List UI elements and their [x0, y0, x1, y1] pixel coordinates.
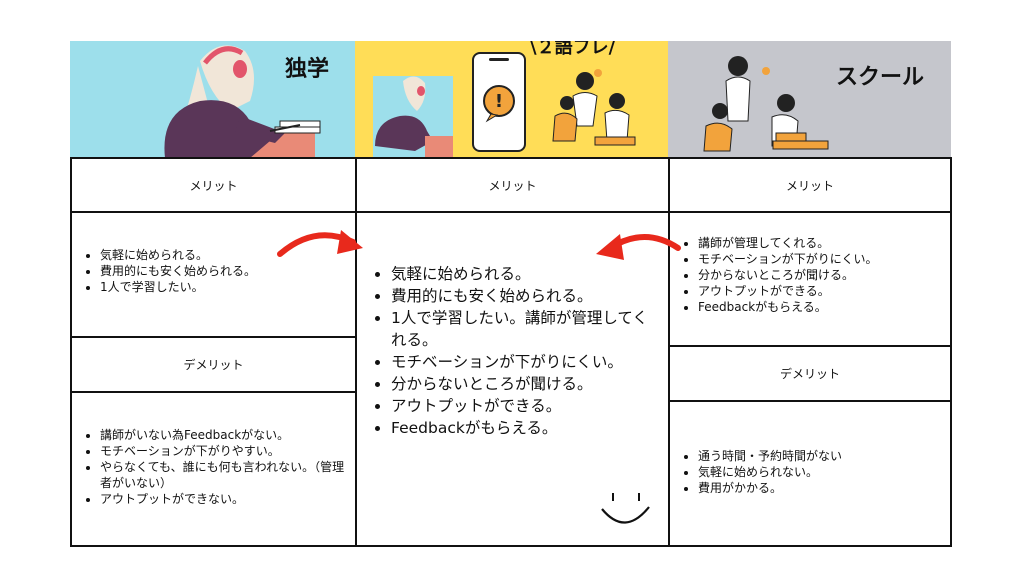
independent-panel: 独学	[70, 41, 355, 158]
left-red-arrow-icon	[277, 230, 363, 257]
combo-merit-header: メリット	[355, 157, 670, 213]
list-item: 分からないところが聞ける。	[391, 373, 660, 395]
list-item: Feedbackがもらえる。	[391, 417, 660, 439]
independent-demerit-list-cell: 講師がいない為Feedbackがない。 モチベーションが下がりやすい。 やらなく…	[70, 391, 357, 547]
list-item: アウトプットができない。	[100, 491, 347, 507]
list-item: 講師が管理してくれる。	[698, 235, 950, 251]
combo-panel: ! \２語フレ/	[355, 41, 668, 158]
list-item: 費用がかかる。	[698, 480, 950, 496]
school-demerit-header: デメリット	[668, 345, 952, 402]
list-item: 気軽に始められる。	[391, 263, 660, 285]
school-merit-list: 講師が管理してくれる。 モチベーションが下がりにくい。 分からないところが聞ける…	[670, 235, 950, 315]
smiley-face-icon	[601, 493, 650, 524]
list-item: やらなくても、誰にも何も言われない。（管理者がいない）	[100, 459, 347, 491]
school-merit-header: メリット	[668, 157, 952, 213]
list-item: 分からないところが聞ける。	[698, 267, 950, 283]
school-demerit-list: 通う時間・予約時間がない 気軽に始められない。 費用がかかる。	[670, 448, 950, 496]
list-item: 1人で学習したい。	[100, 279, 355, 295]
independent-demerit-list: 講師がいない為Feedbackがない。 モチベーションが下がりやすい。 やらなく…	[72, 427, 347, 507]
list-item: 費用的にも安く始められる。	[100, 263, 355, 279]
list-item: 通う時間・予約時間がない	[698, 448, 950, 464]
independent-demerit-header: デメリット	[70, 336, 357, 393]
svg-text:!: !	[495, 91, 503, 112]
list-item: モチベーションが下がりにくい。	[391, 351, 660, 373]
school-demerit-list-cell: 通う時間・予約時間がない 気軽に始められない。 費用がかかる。	[668, 400, 952, 547]
school-panel: スクール	[668, 41, 951, 158]
list-item: モチベーションが下がりやすい。	[100, 443, 347, 459]
independent-merit-list-cell: 気軽に始められる。 費用的にも安く始められる。 1人で学習したい。	[70, 211, 357, 338]
combo-tagline: \２語フレ/	[530, 41, 616, 58]
list-item: 気軽に始められない。	[698, 464, 950, 480]
combo-merit-list-cell: 気軽に始められる。 費用的にも安く始められる。 1人で学習したい。講師が管理して…	[355, 211, 670, 547]
combo-merit-list: 気軽に始められる。 費用的にも安く始められる。 1人で学習したい。講師が管理して…	[357, 263, 660, 439]
list-item: モチベーションが下がりにくい。	[698, 251, 950, 267]
list-item: 講師がいない為Feedbackがない。	[100, 427, 347, 443]
independent-merit-header: メリット	[70, 157, 357, 213]
list-item: アウトプットができる。	[698, 283, 950, 299]
school-title: スクール	[836, 65, 925, 90]
list-item: アウトプットができる。	[391, 395, 660, 417]
independent-title: 独学	[285, 57, 330, 82]
list-item: 気軽に始められる。	[100, 247, 355, 263]
list-item: 1人で学習したい。講師が管理してくれる。	[391, 307, 660, 351]
studying-woman-illustration	[164, 45, 321, 158]
list-item: Feedbackがもらえる。	[698, 299, 950, 315]
classroom-illustration	[703, 56, 829, 152]
list-item: 費用的にも安く始められる。	[391, 285, 660, 307]
combo-illustration: !	[373, 52, 636, 158]
school-merit-list-cell: 講師が管理してくれる。 モチベーションが下がりにくい。 分からないところが聞ける…	[668, 211, 952, 347]
independent-merit-list: 気軽に始められる。 費用的にも安く始められる。 1人で学習したい。	[72, 247, 355, 295]
right-red-arrow-icon	[596, 234, 681, 260]
